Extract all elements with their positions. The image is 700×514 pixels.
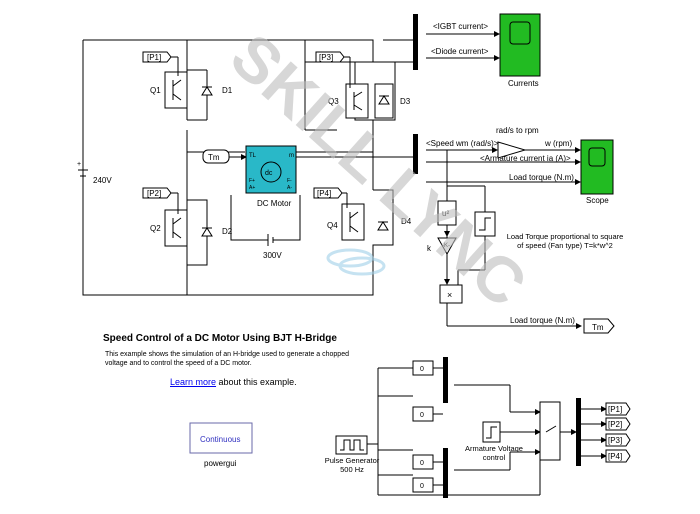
svg-text:u²: u² — [442, 209, 449, 218]
from-p1[interactable]: [P1] — [605, 402, 631, 416]
dc-motor-block[interactable]: dc TL m A+ F+ A- F- DC Motor — [245, 145, 297, 208]
constant-0c[interactable]: 0 — [412, 454, 434, 470]
mux-bar-lower — [443, 448, 448, 498]
source-240v-label: 240V — [93, 176, 112, 185]
armature-current-label: <Armature current ia (A)> — [480, 154, 571, 163]
svg-text:-K-: -K- — [442, 243, 450, 249]
rpm-gain-block[interactable] — [497, 141, 527, 159]
svg-text:[P3]: [P3] — [608, 436, 622, 445]
svg-text:[P2]: [P2] — [147, 189, 161, 198]
igbt-q1[interactable]: Q1 — [150, 71, 188, 109]
example-title: Speed Control of a DC Motor Using BJT H-… — [103, 333, 337, 344]
svg-text:300V: 300V — [263, 251, 282, 260]
speed-label: <Speed wm (rad/s)> — [426, 139, 499, 148]
d3-label: D3 — [400, 97, 411, 106]
svg-text:0: 0 — [420, 366, 424, 373]
dc-motor-label: DC Motor — [257, 199, 292, 208]
voltage-source-300v[interactable]: 300V — [259, 234, 283, 260]
svg-text:TL: TL — [249, 153, 257, 159]
svg-text:F-: F- — [287, 178, 292, 184]
diode-d1[interactable]: D1 — [201, 86, 233, 96]
learn-more-suffix: about this example. — [216, 377, 297, 387]
igbt-q2[interactable]: Q2 — [150, 209, 188, 247]
svg-text:A-: A- — [287, 185, 292, 191]
svg-text:k: k — [427, 244, 432, 253]
diode-d3[interactable]: D3 — [374, 83, 411, 119]
current-bus-bar — [413, 14, 418, 70]
rads-to-rpm-label: rad/s to rpm — [496, 126, 539, 135]
svg-text:Tm: Tm — [592, 323, 604, 332]
currents-label: Currents — [508, 79, 539, 88]
svg-text:[P1]: [P1] — [608, 405, 622, 414]
igbt-current-label: <IGBT current> — [433, 22, 488, 31]
mux-bar-upper — [443, 357, 448, 403]
diode-d4[interactable]: D4 — [377, 217, 412, 231]
d2-label: D2 — [222, 227, 233, 236]
scope-block[interactable]: Scope — [580, 139, 614, 205]
tm-input-tag[interactable]: Tm — [202, 149, 247, 164]
q4-label: Q4 — [327, 221, 338, 230]
svg-text:[P4]: [P4] — [317, 189, 331, 198]
q1-label: Q1 — [150, 86, 161, 95]
demux-bar — [576, 398, 581, 466]
constant-0a[interactable]: 0 — [412, 360, 434, 376]
svg-text:0: 0 — [420, 460, 424, 467]
armature-voltage-control-block[interactable]: Armature Voltage control — [460, 421, 528, 468]
igbt-q3[interactable]: Q3 — [328, 83, 369, 119]
d1-label: D1 — [222, 86, 233, 95]
currents-scope[interactable]: Currents — [499, 13, 541, 88]
square-block[interactable]: u² — [437, 200, 457, 226]
powergui-label: powergui — [204, 459, 237, 468]
voltage-source-240v[interactable]: + 240V — [77, 161, 112, 185]
svg-text:Continuous: Continuous — [200, 435, 240, 444]
svg-text:[P4]: [P4] — [608, 452, 622, 461]
goto-p3[interactable]: [P3] — [315, 51, 351, 88]
learn-more-link[interactable]: Learn more — [170, 377, 217, 387]
diode-d2[interactable]: D2 — [201, 227, 233, 237]
goto-p4[interactable]: [P4] — [313, 187, 348, 208]
w-rpm-label: w (rpm) — [544, 139, 572, 148]
svg-text:dc: dc — [265, 170, 273, 177]
from-p4[interactable]: [P4] — [605, 449, 631, 463]
svg-text:[P3]: [P3] — [319, 53, 333, 62]
measurement-bus-bar — [413, 134, 418, 174]
load-torque-label: Load torque (N.m) — [509, 173, 574, 182]
pulse-generator-block[interactable]: Pulse Generator 500 Hz — [322, 435, 382, 486]
tm-output-tag[interactable]: Tm — [583, 318, 615, 334]
from-p3[interactable]: [P3] — [605, 433, 631, 447]
svg-text:Tm: Tm — [208, 153, 220, 162]
goto-p2[interactable]: [P2] — [142, 187, 179, 214]
goto-p1[interactable]: [P1] — [142, 51, 179, 76]
d4-label: D4 — [401, 217, 412, 226]
product-block[interactable]: × — [439, 284, 463, 304]
svg-text:m: m — [289, 153, 294, 159]
from-p2[interactable]: [P2] — [605, 417, 631, 431]
svg-text:0: 0 — [420, 483, 424, 490]
igbt-q4[interactable]: Q4 — [327, 203, 365, 241]
svg-text:F+: F+ — [249, 178, 255, 184]
q3-label: Q3 — [328, 97, 339, 106]
q2-label: Q2 — [150, 224, 161, 233]
constant-0b[interactable]: 0 — [412, 406, 434, 422]
powergui-block[interactable]: Continuous powergui — [189, 422, 253, 468]
diode-current-label: <Diode current> — [431, 47, 489, 56]
svg-text:×: × — [447, 290, 452, 300]
fan-note: Load Torque proportional to square of sp… — [507, 232, 624, 250]
scope-label: Scope — [586, 196, 609, 205]
svg-text:[P1]: [P1] — [147, 53, 161, 62]
lookup-block[interactable] — [474, 211, 496, 237]
example-description: This example shows the simulation of an … — [105, 351, 349, 367]
constant-0d[interactable]: 0 — [412, 477, 434, 493]
k-gain-block[interactable]: -K- k — [427, 237, 457, 256]
svg-text:A+: A+ — [249, 185, 255, 191]
multiport-switch-block[interactable] — [539, 401, 561, 461]
load-torque-out-label: Load torque (N.m) — [510, 316, 575, 325]
svg-text:[P2]: [P2] — [608, 420, 622, 429]
svg-text:0: 0 — [420, 412, 424, 419]
svg-text:+: + — [77, 161, 81, 168]
learn-more-line: Learn more about this example. — [170, 377, 297, 387]
